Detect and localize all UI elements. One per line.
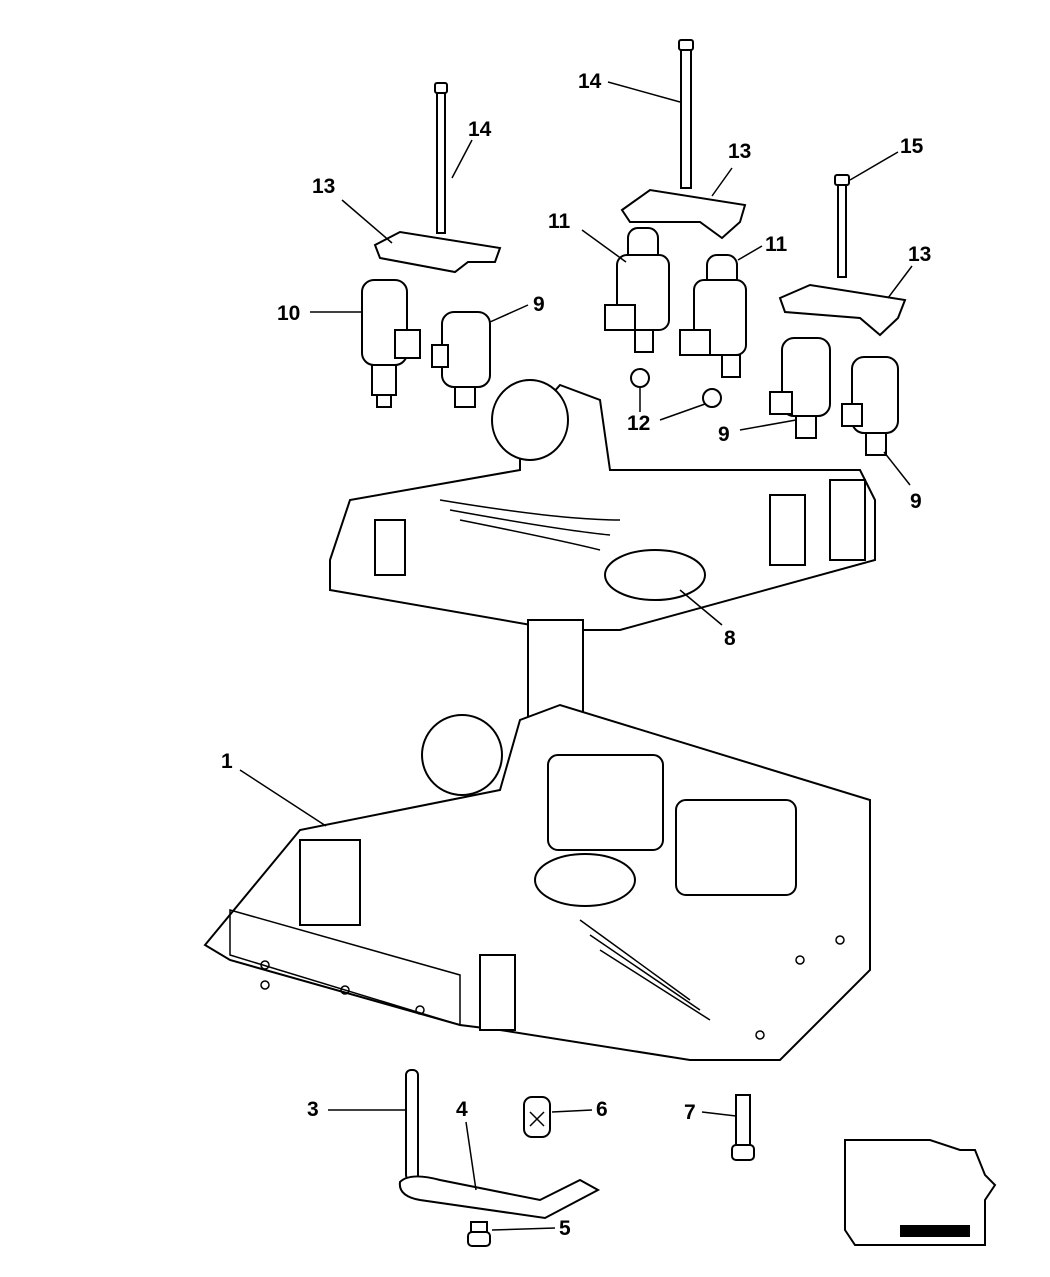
callout-13: 13: [312, 175, 335, 198]
callout-4: 4: [456, 1098, 468, 1121]
callout-12: 12: [627, 412, 650, 435]
filter-12-left: [630, 368, 650, 388]
solenoid-9-right: [841, 356, 899, 456]
callout-11: 11: [765, 233, 788, 256]
conductor-plate-8: [329, 379, 876, 726]
callout-14: 14: [468, 118, 492, 141]
solenoid-11-right: [679, 254, 747, 378]
plug-6: [523, 1096, 551, 1138]
callout-1: 1: [221, 750, 233, 773]
callout-9: 9: [910, 490, 922, 513]
filter-12-right: [702, 388, 722, 408]
callout-9: 9: [718, 423, 730, 446]
solenoid-9-left: [431, 311, 491, 408]
callout-9: 9: [533, 293, 545, 316]
callout-3: 3: [307, 1098, 319, 1121]
callout-5: 5: [559, 1217, 571, 1240]
callout-15: 15: [900, 135, 924, 158]
bolt-14-right: [678, 39, 694, 189]
callout-13: 13: [908, 243, 931, 266]
callout-11: 11: [548, 210, 571, 233]
callout-10: 10: [277, 302, 300, 325]
callout-7: 7: [684, 1101, 696, 1124]
bolt-5: [467, 1221, 491, 1247]
solenoid-10: [361, 279, 421, 408]
clamp-13-left: [373, 230, 502, 274]
callout-6: 6: [596, 1098, 608, 1121]
solenoid-11-left: [604, 227, 670, 353]
clamp-13-middle: [620, 188, 747, 240]
leader-lines: [239, 81, 913, 1231]
callout-14: 14: [578, 70, 602, 93]
callout-13: 13: [728, 140, 751, 163]
valve-body-1: [203, 703, 871, 1061]
bolt-14-left: [434, 82, 448, 234]
lever-4: [398, 1175, 601, 1220]
pin-3: [405, 1069, 419, 1181]
bolt-15: [834, 174, 850, 278]
bolt-7: [731, 1094, 755, 1161]
clamp-13-right: [778, 283, 907, 337]
solenoid-9-center: [769, 337, 831, 439]
callout-8: 8: [724, 627, 736, 650]
transmission-locator-inset: [844, 1139, 997, 1246]
